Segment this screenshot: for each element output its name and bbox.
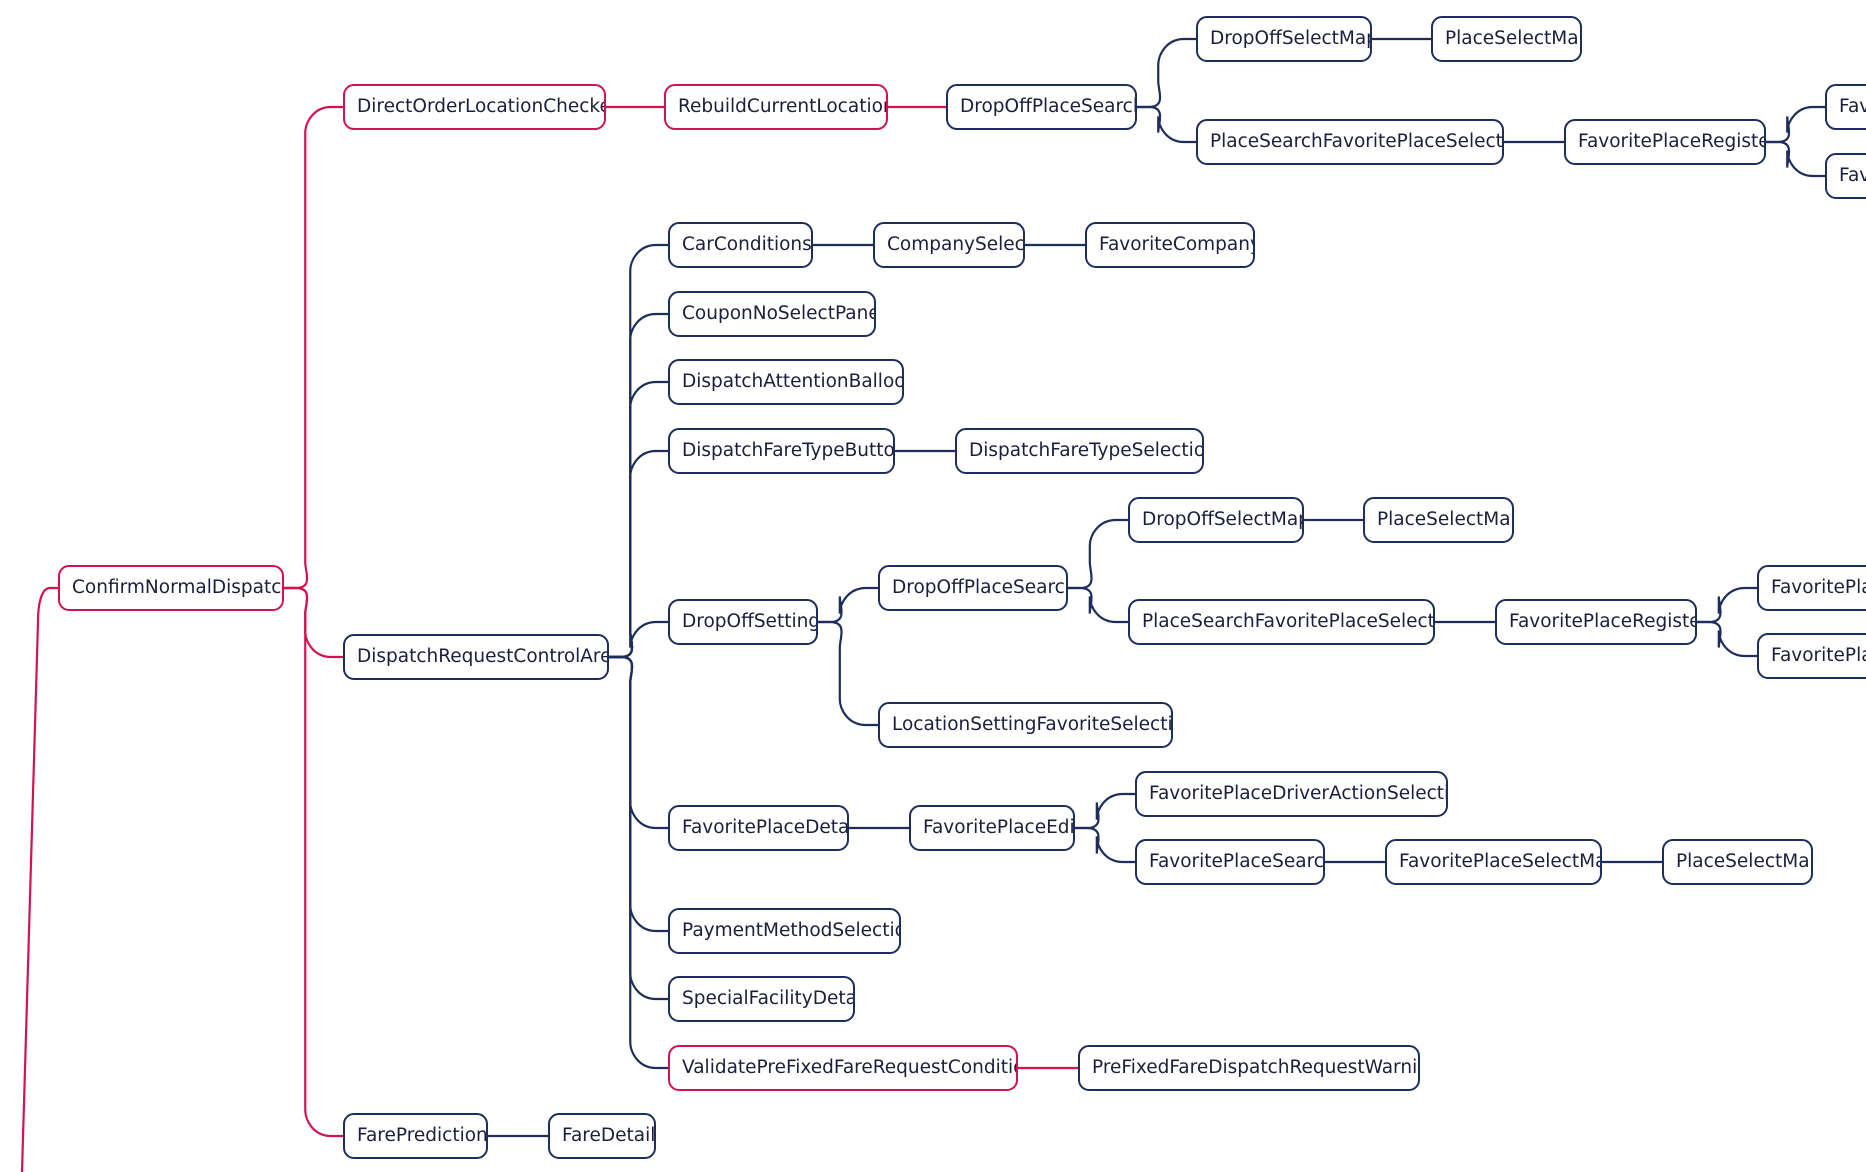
node-favorite-place-driver-action-selection[interactable]: FavoritePlaceDriverActionSelection — [1135, 771, 1448, 817]
node-favorite-place-register[interactable]: FavoritePlaceRegister — [1495, 599, 1697, 645]
edge-dops1-psfps1 — [1137, 105, 1196, 144]
node-rebuild-current-location[interactable]: RebuildCurrentLocation — [664, 84, 888, 130]
node-special-facility-detail[interactable]: SpecialFacilityDetail — [668, 976, 855, 1022]
edge-fpr2-fpr2b — [1697, 620, 1757, 658]
node-place-select-map[interactable]: PlaceSelectMap — [1431, 16, 1582, 62]
node-dispatch-request-control-area[interactable]: DispatchRequestControlArea — [343, 634, 609, 680]
node-fav-truncated-b[interactable]: Fav — [1825, 153, 1866, 199]
node-favorite-place-search[interactable]: FavoritePlaceSearch — [1135, 839, 1325, 885]
node-favorite-place-register[interactable]: FavoritePlaceRegister — [1564, 119, 1766, 165]
edge-drca-dftb — [609, 449, 668, 659]
node-favorite-company[interactable]: FavoriteCompany — [1085, 222, 1255, 268]
edge-fpr1-fpr1b — [1766, 140, 1825, 178]
edge-drca-dos — [609, 620, 668, 659]
node-fare-prediction[interactable]: FarePrediction — [343, 1113, 488, 1159]
edge-dos-lsfs — [818, 620, 878, 727]
edge-root-fp — [284, 586, 343, 1138]
edge-dops2-dosm2 — [1068, 518, 1128, 590]
edge-dos-dops2 — [818, 586, 878, 624]
node-fav-truncated-a[interactable]: Fav — [1825, 84, 1866, 130]
edge-root-offscreen — [20, 586, 58, 1172]
node-drop-off-setting[interactable]: DropOffSetting — [668, 599, 818, 645]
edge-drca-dab — [609, 380, 668, 659]
node-drop-off-select-map[interactable]: DropOffSelectMap — [1128, 497, 1304, 543]
node-dispatch-attention-balloon[interactable]: DispatchAttentionBalloon — [668, 359, 904, 405]
node-place-search-favorite-place-selection[interactable]: PlaceSearchFavoritePlaceSelection — [1128, 599, 1435, 645]
node-validate-pre-fixed-fare-request-condition[interactable]: ValidatePreFixedFareRequestCondition — [668, 1045, 1018, 1091]
node-favorite-plac-truncated-b[interactable]: FavoritePlac — [1757, 633, 1866, 679]
edge-dops1-dosm1 — [1137, 37, 1196, 109]
node-direct-order-location-checker[interactable]: DirectOrderLocationChecker — [343, 84, 606, 130]
node-coupon-no-select-panel[interactable]: CouponNoSelectPanel — [668, 291, 876, 337]
node-favorite-plac-truncated-a[interactable]: FavoritePlac — [1757, 565, 1866, 611]
edge-drca-fpd — [609, 655, 668, 830]
node-fare-detail[interactable]: FareDetail — [548, 1113, 656, 1159]
edge-drca-cnsp — [609, 312, 668, 659]
edge-fpe-fpdas — [1075, 792, 1135, 830]
node-favorite-place-edit[interactable]: FavoritePlaceEdit — [909, 805, 1075, 851]
node-dispatch-fare-type-selection[interactable]: DispatchFareTypeSelection — [955, 428, 1204, 474]
edge-root-drca — [284, 586, 343, 659]
node-payment-method-selection[interactable]: PaymentMethodSelection — [668, 908, 901, 954]
edge-fpe-fps — [1075, 826, 1135, 864]
edge-fpr1-fpr1a — [1766, 105, 1825, 144]
edge-drca-pms — [609, 655, 668, 933]
node-company-select[interactable]: CompanySelect — [873, 222, 1025, 268]
edge-fpr2-fpr2a — [1697, 586, 1757, 624]
node-favorite-place-detail[interactable]: FavoritePlaceDetail — [668, 805, 849, 851]
node-place-select-map[interactable]: PlaceSelectMap — [1363, 497, 1514, 543]
node-car-conditions[interactable]: CarConditions — [668, 222, 813, 268]
node-pre-fixed-fare-dispatch-request-warning[interactable]: PreFixedFareDispatchRequestWarning — [1078, 1045, 1420, 1091]
node-drop-off-place-search[interactable]: DropOffPlaceSearch — [946, 84, 1137, 130]
node-drop-off-place-search[interactable]: DropOffPlaceSearch — [878, 565, 1068, 611]
node-favorite-place-select-map[interactable]: FavoritePlaceSelectMap — [1385, 839, 1602, 885]
edge-drca-vpffrc — [609, 655, 668, 1070]
node-confirm-normal-dispatch[interactable]: ConfirmNormalDispatch — [58, 565, 284, 611]
node-place-select-map[interactable]: PlaceSelectMap — [1662, 839, 1813, 885]
edge-root-dolc — [284, 105, 343, 590]
node-drop-off-select-map[interactable]: DropOffSelectMap — [1196, 16, 1372, 62]
edge-dops2-psfps2 — [1068, 586, 1128, 624]
node-location-setting-favorite-selection[interactable]: LocationSettingFavoriteSelection — [878, 702, 1173, 748]
node-place-search-favorite-place-selection[interactable]: PlaceSearchFavoritePlaceSelection — [1196, 119, 1504, 165]
node-dispatch-fare-type-button[interactable]: DispatchFareTypeButton — [668, 428, 895, 474]
